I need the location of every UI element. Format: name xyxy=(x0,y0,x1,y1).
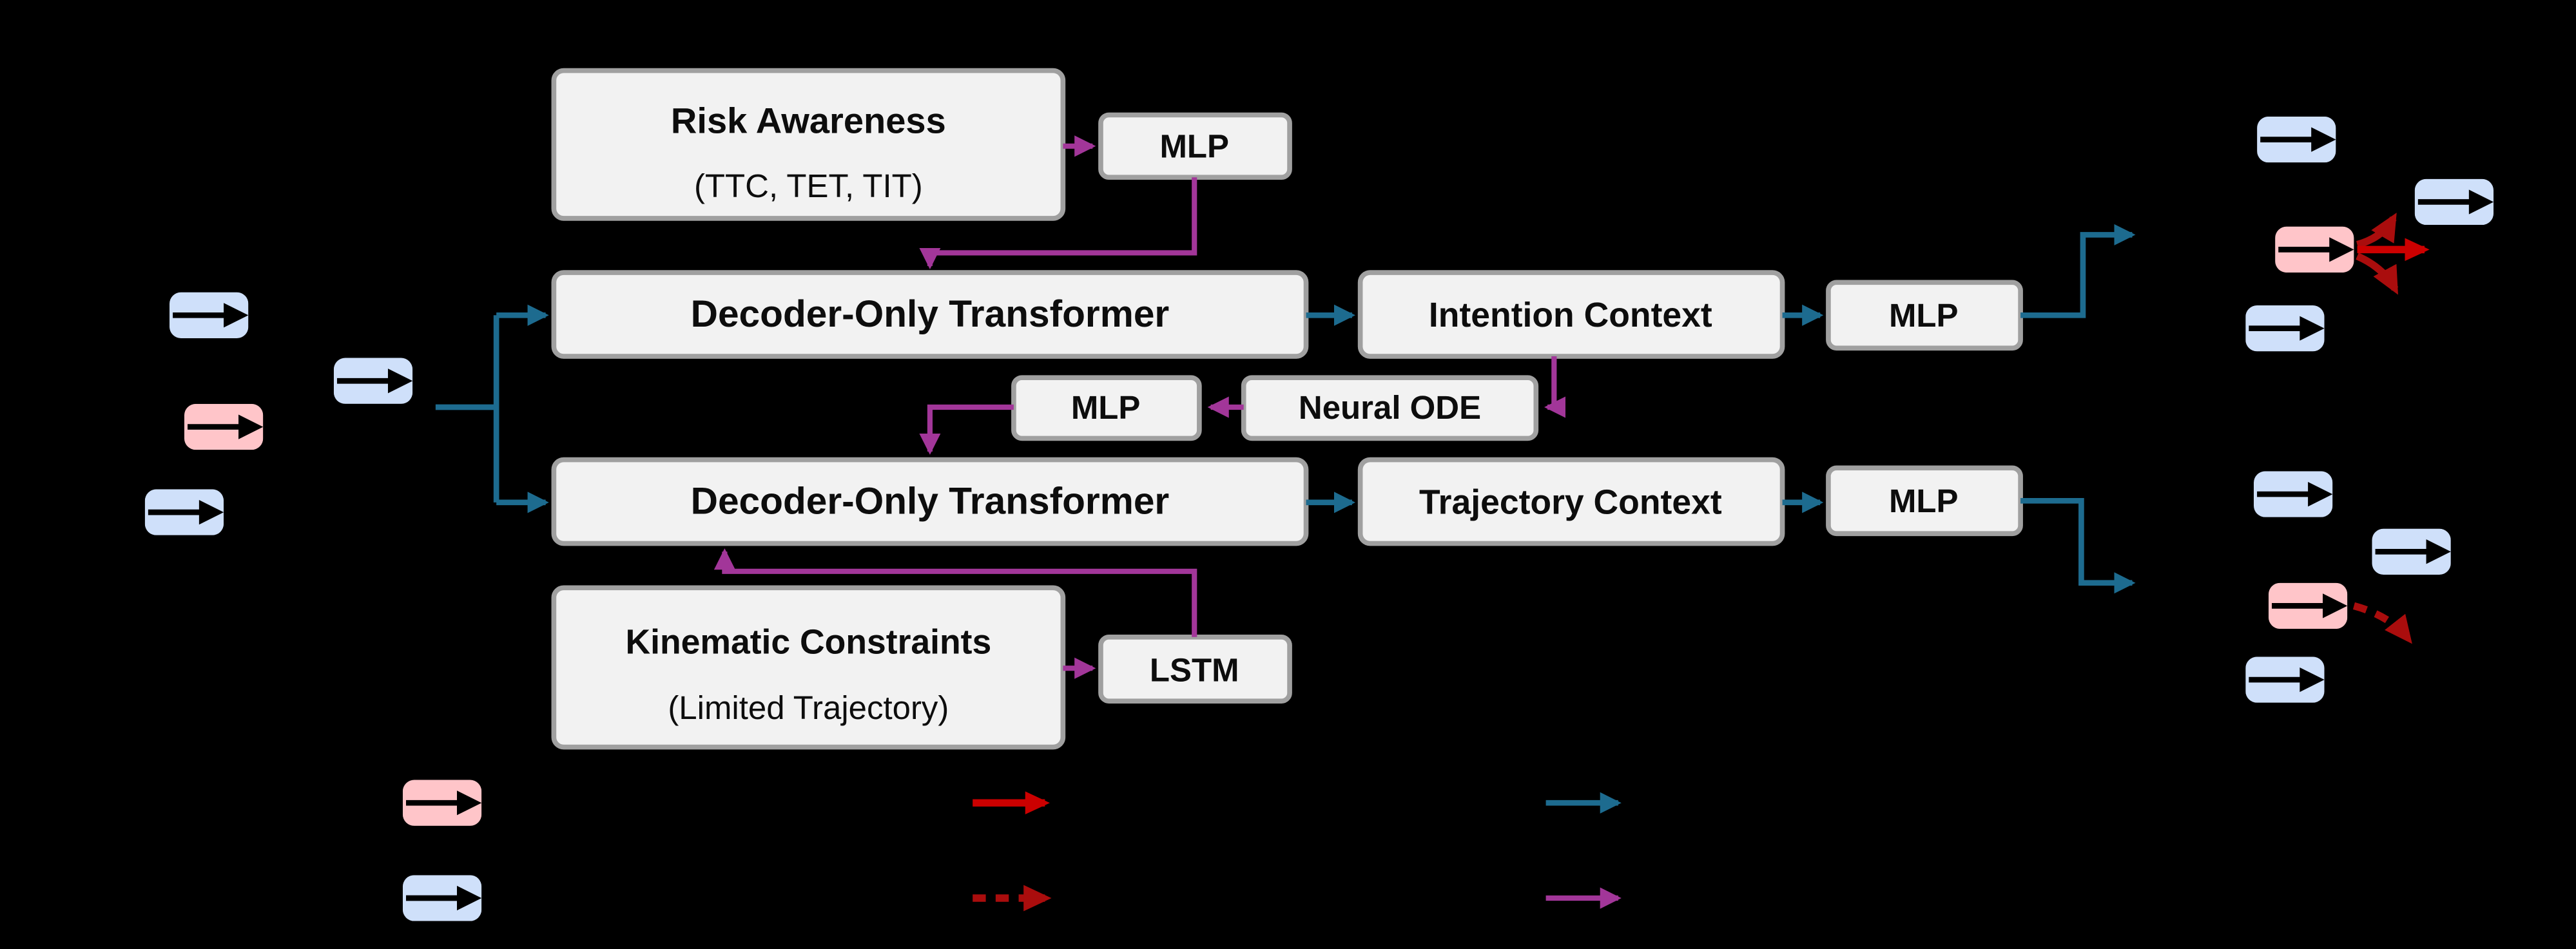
intention-context-box: Intention Context xyxy=(1357,270,1785,359)
teal-connectors xyxy=(435,224,2136,594)
vehicle-blue-icon xyxy=(2245,305,2324,351)
trajectory-output-group xyxy=(2245,471,2451,702)
trajectory-arrow-dashed xyxy=(2352,602,2412,644)
neural-ode-box: Neural ODE xyxy=(1241,375,1539,441)
arrow-lstm-to-decoder-bottom xyxy=(713,548,1197,637)
kinematic-title: Kinematic Constraints xyxy=(625,623,991,661)
arrow-odemlp-to-decoder-bottom xyxy=(919,404,1014,455)
decoder-top-label: Decoder-Only Transformer xyxy=(691,293,1170,335)
vehicle-blue-icon xyxy=(2372,529,2450,575)
mlp-trajectory-box: MLP xyxy=(1826,465,2023,537)
lstm-box: LSTM xyxy=(1098,634,1292,704)
intention-output-group xyxy=(2245,117,2494,351)
mlp-ode-label: MLP xyxy=(1071,389,1141,426)
kinematic-subtitle: (Limited Trajectory) xyxy=(668,689,949,726)
risk-awareness-title: Risk Awareness xyxy=(671,100,946,140)
legend xyxy=(403,780,1622,921)
intention-context-label: Intention Context xyxy=(1429,296,1712,334)
purple-connectors xyxy=(713,135,1566,679)
vehicle-blue-icon xyxy=(2254,471,2332,517)
decoder-top-box: Decoder-Only Transformer xyxy=(551,270,1309,359)
kinematic-box: Kinematic Constraints (Limited Trajector… xyxy=(551,585,1066,750)
legend-pink-vehicle-icon xyxy=(403,780,481,826)
decoder-bottom-box: Decoder-Only Transformer xyxy=(551,457,1309,546)
legend-blue-vehicle-icon xyxy=(403,875,481,921)
lstm-label: LSTM xyxy=(1150,652,1239,689)
arrow-mlp-to-intention-output xyxy=(2020,224,2136,318)
vehicle-pink-icon xyxy=(2269,583,2347,629)
trajectory-context-box: Trajectory Context xyxy=(1357,457,1785,546)
vehicle-blue-icon xyxy=(2245,657,2324,702)
mlp-ode-box: MLP xyxy=(1011,375,1202,441)
vehicle-blue-icon xyxy=(2257,117,2336,162)
mlp-risk-label: MLP xyxy=(1159,128,1229,165)
vehicle-pink-icon xyxy=(184,404,263,450)
risk-awareness-box: Risk Awareness (TTC, TET, TIT) xyxy=(551,68,1066,221)
mlp-intention-box: MLP xyxy=(1826,280,2023,351)
vehicle-blue-icon xyxy=(2415,179,2494,225)
arrow-mlp-to-trajectory-output xyxy=(2020,497,2136,594)
vehicle-pink-icon xyxy=(2275,227,2354,273)
vehicle-blue-icon xyxy=(334,358,412,404)
intention-arrow-down xyxy=(2356,253,2399,295)
arrow-riskmlp-to-decoder-top xyxy=(919,177,1197,269)
vehicle-blue-icon xyxy=(169,292,248,338)
decoder-bottom-label: Decoder-Only Transformer xyxy=(691,481,1170,522)
vehicle-blue-icon xyxy=(145,489,224,535)
intention-arrow-up xyxy=(2356,213,2397,249)
arrow-intention-to-neural-ode xyxy=(1544,356,1566,418)
mlp-risk-box: MLP xyxy=(1098,112,1292,180)
trajectory-context-label: Trajectory Context xyxy=(1419,484,1722,522)
mlp-trajectory-label: MLP xyxy=(1889,483,1959,519)
risk-awareness-subtitle: (TTC, TET, TIT) xyxy=(694,168,923,204)
mlp-intention-label: MLP xyxy=(1889,297,1959,334)
neural-ode-label: Neural ODE xyxy=(1299,389,1481,426)
